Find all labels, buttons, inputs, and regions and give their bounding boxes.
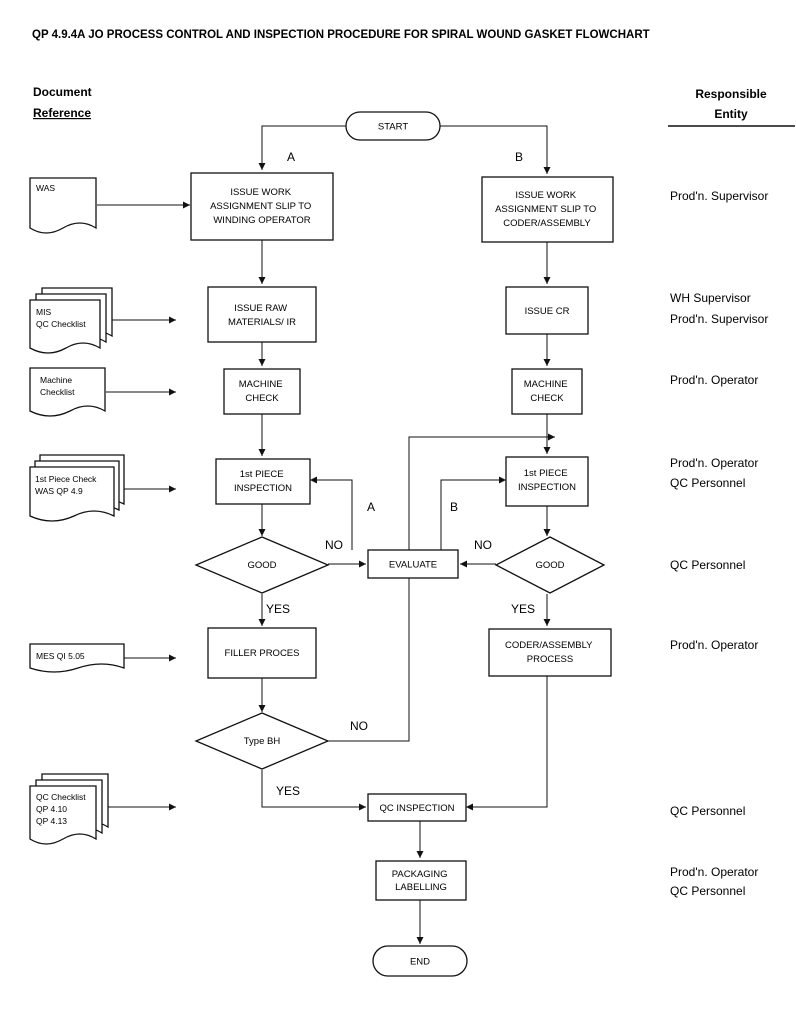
page-title: QP 4.9.4A JO PROCESS CONTROL AND INSPECT… [32, 29, 650, 41]
packaging-labelling-box [375, 860, 467, 901]
machine-checklist-document-shape [29, 367, 106, 417]
edges [97, 125, 555, 944]
end-label: END [410, 957, 430, 968]
edge-evaluate-to-fp-a [310, 476, 353, 550]
responsible-entity-header-line2: Entity [714, 107, 748, 121]
coder-assembly-process-box [488, 628, 612, 677]
evaluate-box [367, 549, 459, 579]
issue-work-assignment-winding-label: ISSUE WORK ASSIGNMENT SLIP TO WINDING OP… [210, 187, 314, 226]
was-document-shape [29, 177, 97, 234]
first-piece-check-document-stack [29, 454, 125, 522]
mis-document-label: MIS QC Checklist [36, 307, 86, 329]
issue-work-assignment-winding-box [190, 172, 334, 241]
first-piece-inspection-a-label: 1st PIECE INSPECTION [234, 469, 292, 494]
type-bh-decision [194, 712, 330, 770]
machine-check-b-label: MACHINE CHECK [524, 379, 570, 404]
branch-a-label: A [287, 150, 295, 164]
first-piece-inspection-b-box [505, 456, 589, 507]
mes-document-shape [29, 643, 125, 673]
mis-document-stack [29, 287, 113, 354]
issue-work-assignment-coder-label: ISSUE WORK ASSIGNMENT SLIP TO CODER/ASSE… [495, 190, 599, 229]
branch-b-label: B [515, 150, 523, 164]
issue-work-assignment-coder-box [481, 176, 614, 243]
edge-bh-no-loop [328, 433, 555, 742]
evaluate-label: EVALUATE [389, 560, 437, 571]
responsible-row-1: Prod'n. Supervisor [670, 189, 768, 203]
was-document-label: WAS [36, 183, 55, 193]
qc-inspection-label: QC INSPECTION [380, 803, 455, 814]
machine-check-b-box [511, 368, 583, 415]
filler-process-label: FILLER PROCES [225, 648, 300, 659]
good-a-yes-label: YES [266, 602, 290, 616]
first-piece-check-document-label: 1st Piece Check WAS QP 4.9 [35, 474, 99, 496]
responsible-row-8: Prod'n. Operator QC Personnel [670, 865, 762, 898]
machine-check-a-box [223, 368, 301, 415]
good-b-decision [494, 536, 606, 594]
machine-check-a-label: MACHINE CHECK [239, 379, 285, 404]
end-terminator [372, 945, 468, 977]
edge-bh-yes-to-qc [261, 770, 366, 811]
good-b-yes-label: YES [511, 602, 535, 616]
return-b-label: B [450, 500, 458, 514]
edge-evaluate-to-fp-b [440, 476, 506, 550]
type-bh-no-label: NO [350, 719, 368, 733]
issue-cr-box [505, 286, 589, 335]
qc-inspection-box [367, 793, 467, 822]
filler-process-box [207, 627, 317, 679]
packaging-labelling-label: PACKAGING LABELLING [392, 869, 450, 893]
edge-start-to-b [440, 125, 551, 174]
document-reference-header-line2: Reference [33, 106, 91, 120]
start-label: START [378, 122, 408, 133]
responsible-row-2: WH Supervisor Prod'n. Supervisor [670, 291, 768, 326]
responsible-row-3: Prod'n. Operator [670, 373, 758, 387]
good-a-no-label: NO [325, 538, 343, 552]
type-bh-label: Type BH [244, 736, 281, 747]
issue-cr-label: ISSUE CR [525, 306, 570, 317]
qc-checklist-document-stack [29, 773, 109, 845]
qc-checklist-document-label: QC Checklist QP 4.10 QP 4.13 [36, 792, 88, 826]
issue-raw-materials-label: ISSUE RAW MATERIALS/ IR [228, 303, 296, 328]
edge-coder-to-qc [466, 676, 548, 811]
responsible-row-5: QC Personnel [670, 558, 745, 572]
responsible-row-4: Prod'n. Operator QC Personnel [670, 456, 762, 490]
responsible-row-6: Prod'n. Operator [670, 638, 758, 652]
good-b-label: GOOD [535, 560, 564, 571]
mes-document-label: MES QI 5.05 [36, 651, 85, 661]
good-b-no-label: NO [474, 538, 492, 552]
return-a-label: A [367, 500, 375, 514]
responsible-entity-header-line1: Responsible [695, 87, 767, 101]
good-a-decision [194, 536, 330, 594]
document-reference-header-line1: Document [33, 85, 92, 99]
first-piece-inspection-b-label: 1st PIECE INSPECTION [518, 468, 576, 493]
good-a-label: GOOD [247, 560, 276, 571]
responsible-row-7: QC Personnel [670, 804, 745, 818]
first-piece-inspection-a-box [215, 458, 311, 505]
edge-start-to-a [258, 125, 346, 170]
issue-raw-materials-box [207, 286, 317, 343]
coder-assembly-process-label: CODER/ASSEMBLY PROCESS [505, 640, 595, 665]
machine-checklist-document-label: Machine Checklist [40, 375, 75, 397]
type-bh-yes-label: YES [276, 784, 300, 798]
start-terminator [345, 111, 441, 141]
